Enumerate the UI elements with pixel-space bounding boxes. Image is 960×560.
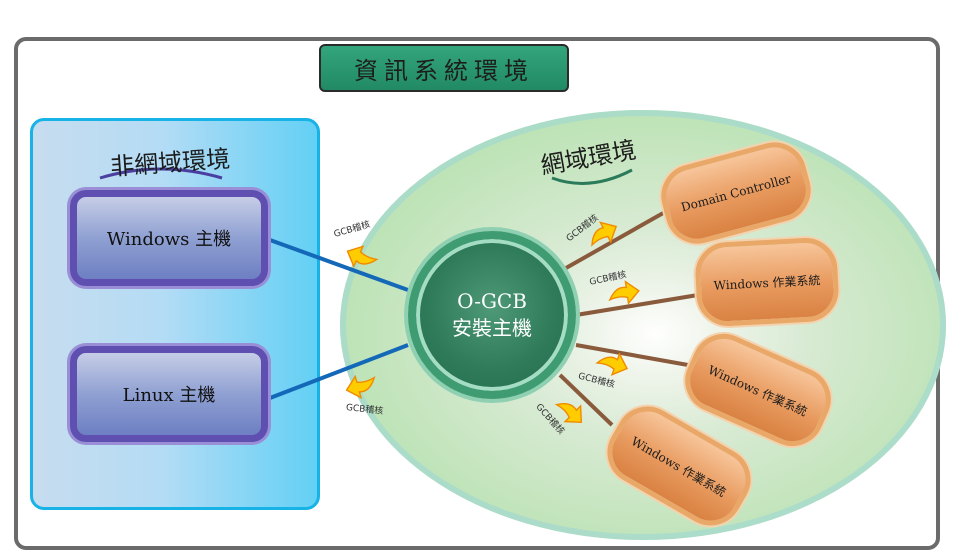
link-domain-controller (565, 210, 666, 270)
non-domain-panel (30, 118, 320, 510)
windows-host-label: Windows 主機 (106, 229, 232, 250)
center-host-line1: O-GCB (457, 289, 527, 313)
windows-os-2-label: Windows 作業系統 (706, 362, 810, 419)
domain-label-swoosh (551, 168, 633, 185)
center-host-line2: 安裝主機 (452, 316, 532, 340)
windows-os-1-label: Windows 作業系統 (713, 272, 821, 293)
title-banner: 資訊系統環境 (319, 44, 569, 92)
title-text: 資訊系統環境 (354, 56, 534, 85)
windows-host-box: Windows 主機 (70, 190, 268, 286)
non-domain-label-swoosh (99, 167, 223, 180)
link-windows-os-3 (558, 373, 614, 427)
link-windows-os-2 (575, 343, 689, 367)
gcb-arrow-windows-os-1 (606, 279, 642, 307)
link-windows-host (269, 238, 409, 292)
link-windows-os-1 (575, 293, 699, 317)
domain-controller-label: Domain Controller (679, 171, 793, 215)
linux-host-label: Linux 主機 (122, 385, 216, 406)
linux-host-box: Linux 主機 (70, 346, 268, 442)
ogcb-install-host: O-GCB 安裝主機 (408, 231, 576, 399)
windows-os-node-1: Windows 作業系統 (693, 236, 841, 328)
windows-os-3-label: Windows 作業系統 (628, 433, 729, 500)
link-linux-host (269, 343, 409, 400)
gcb-arrow-linux-host (342, 371, 380, 402)
